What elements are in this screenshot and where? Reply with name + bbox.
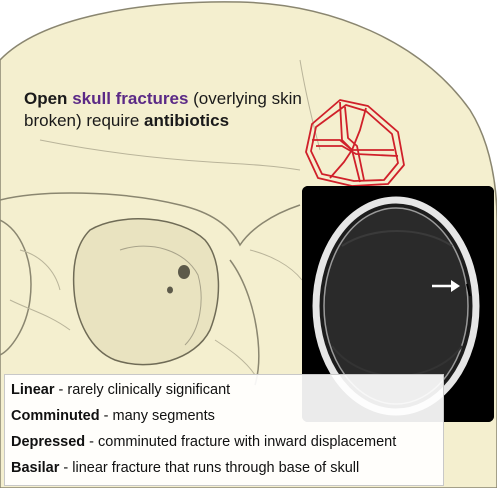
headline-skull-fractures: skull fractures: [72, 89, 189, 108]
arrow-right-icon: [432, 280, 460, 292]
legend-desc: - rarely clinically significant: [54, 382, 231, 398]
legend-term: Basilar: [11, 460, 60, 476]
legend-desc: - comminuted fracture with inward displa…: [85, 434, 397, 450]
headline-middle: (overlying skin broken) require: [24, 89, 302, 130]
legend-item-linear: Linear - rarely clinically significant: [11, 377, 437, 403]
fracture-pattern: [305, 99, 405, 187]
legend-item-depressed: Depressed - comminuted fracture with inw…: [11, 429, 437, 455]
legend-term: Linear: [11, 382, 55, 398]
legend-desc: - many segments: [99, 408, 215, 424]
eye-socket: [72, 218, 220, 366]
legend-item-comminuted: Comminuted - many segments: [11, 403, 437, 429]
legend-desc: - linear fracture that runs through base…: [59, 460, 360, 476]
legend-term: Comminuted: [11, 408, 100, 424]
legend-item-basilar: Basilar - linear fracture that runs thro…: [11, 455, 437, 481]
fracture-types-legend: Linear - rarely clinically significant C…: [4, 374, 444, 486]
headline-open: Open: [24, 89, 68, 108]
headline-text: Open skull fractures (overlying skin bro…: [24, 88, 324, 132]
headline-antibiotics: antibiotics: [144, 111, 230, 130]
legend-term: Depressed: [11, 434, 86, 450]
